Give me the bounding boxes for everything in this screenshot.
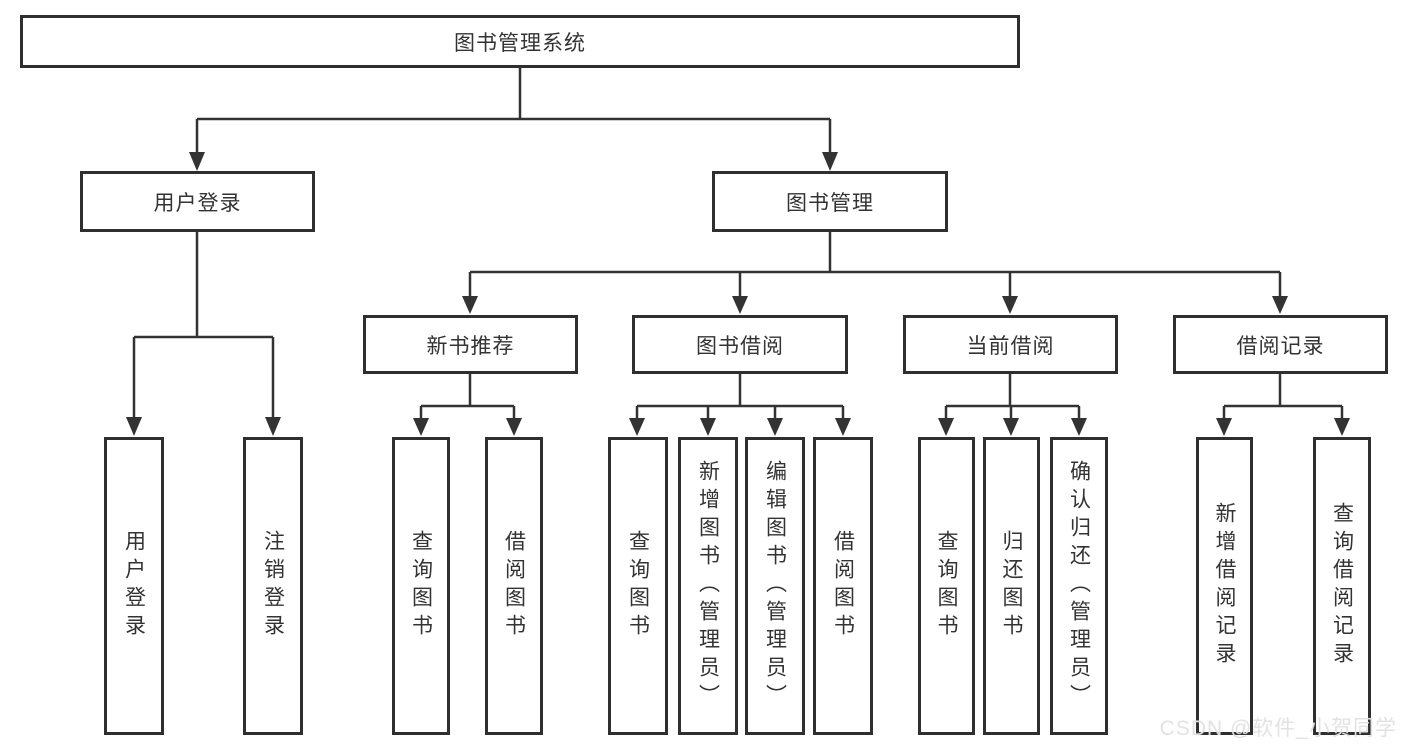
leaf-recommend-query-books: 查询图书 — [392, 437, 450, 735]
leaf-user-login-label: 用户登录 — [122, 530, 146, 642]
node-book-management: 图书管理 — [712, 171, 948, 232]
node-new-book-recommend: 新书推荐 — [363, 315, 578, 374]
leaf-borrow-add-books-admin-label: 新增图书（管理员） — [696, 460, 720, 712]
leaf-borrow-borrow-books-label: 借阅图书 — [831, 530, 855, 642]
leaf-records-query-record-label: 查询借阅记录 — [1330, 502, 1354, 670]
leaf-current-query-books-label: 查询图书 — [935, 530, 958, 642]
leaf-recommend-query-books-label: 查询图书 — [409, 530, 433, 642]
leaf-records-query-record: 查询借阅记录 — [1313, 437, 1371, 735]
node-book-borrow: 图书借阅 — [632, 315, 848, 374]
leaf-current-return-books-label: 归还图书 — [1000, 530, 1023, 642]
node-new-book-recommend-label: 新书推荐 — [426, 334, 515, 358]
node-user-login: 用户登录 — [80, 171, 315, 232]
leaf-recommend-borrow-books-label: 借阅图书 — [502, 530, 526, 642]
node-book-management-label: 图书管理 — [786, 191, 874, 215]
leaf-current-query-books: 查询图书 — [918, 437, 975, 735]
leaf-records-add-record-label: 新增借阅记录 — [1213, 502, 1236, 670]
leaf-records-add-record: 新增借阅记录 — [1196, 437, 1253, 735]
leaf-borrow-edit-books-admin-label: 编辑图书（管理员） — [763, 460, 787, 712]
leaf-current-confirm-return-admin-label: 确认归还（管理员） — [1067, 460, 1091, 712]
node-book-borrow-label: 图书借阅 — [696, 334, 784, 358]
node-root-label: 图书管理系统 — [454, 31, 586, 55]
leaf-current-confirm-return-admin: 确认归还（管理员） — [1050, 437, 1108, 735]
arrowheads — [126, 152, 1350, 436]
leaf-borrow-query-books: 查询图书 — [608, 437, 668, 735]
leaf-recommend-borrow-books: 借阅图书 — [485, 437, 543, 735]
leaf-current-return-books: 归还图书 — [983, 437, 1040, 735]
node-borrow-records: 借阅记录 — [1173, 315, 1388, 374]
csdn-watermark: CSDN @软件_小贺同学 — [1159, 717, 1397, 740]
node-current-borrow-label: 当前借阅 — [966, 334, 1055, 358]
leaf-logout-label: 注销登录 — [261, 530, 285, 642]
leaf-borrow-query-books-label: 查询图书 — [626, 530, 650, 642]
node-current-borrow: 当前借阅 — [903, 315, 1118, 374]
node-user-login-label: 用户登录 — [153, 191, 242, 215]
leaf-borrow-edit-books-admin: 编辑图书（管理员） — [745, 437, 805, 735]
node-borrow-records-label: 借阅记录 — [1236, 334, 1325, 358]
leaf-borrow-add-books-admin: 新增图书（管理员） — [678, 437, 738, 735]
leaf-borrow-borrow-books: 借阅图书 — [813, 437, 873, 735]
leaf-user-login: 用户登录 — [104, 437, 164, 735]
node-root: 图书管理系统 — [20, 15, 1020, 68]
leaf-logout: 注销登录 — [243, 437, 303, 735]
